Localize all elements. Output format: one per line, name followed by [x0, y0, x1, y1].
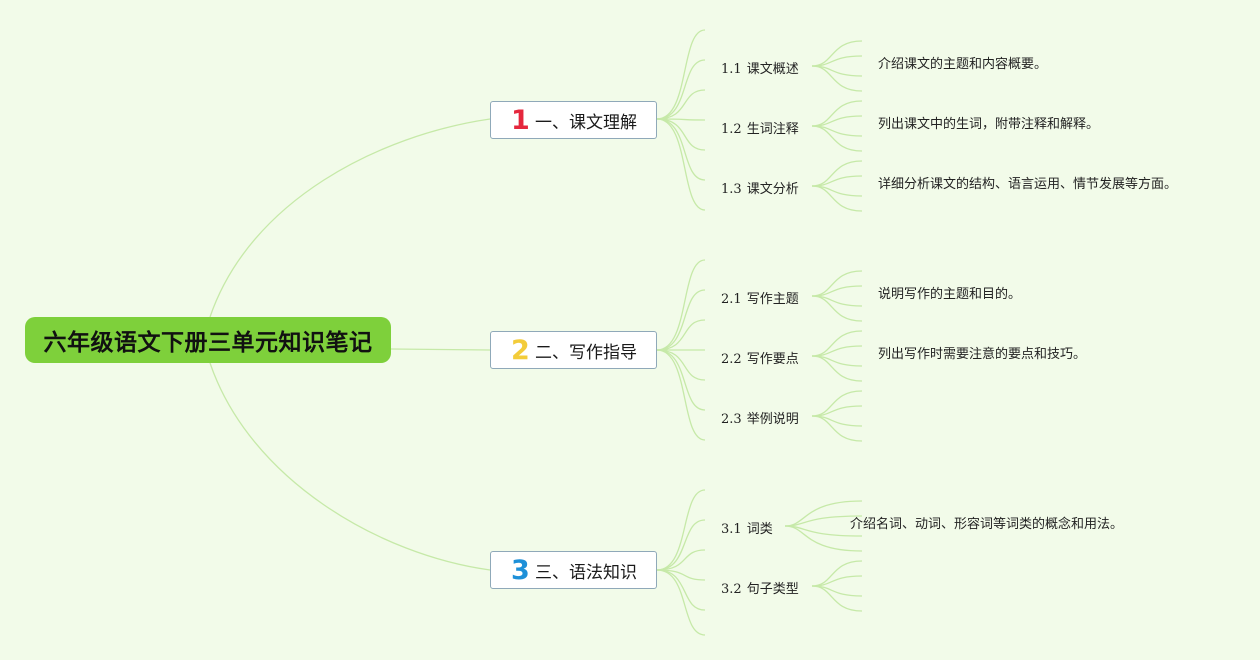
subtopic-label: 写作主题 — [746, 292, 799, 307]
section-3-label: 三、语法知识 — [535, 562, 637, 583]
subtopic-label: 词类 — [746, 522, 773, 537]
edge-section-1-fan-2 — [656, 59, 706, 120]
subtopic-3-2[interactable]: 3.2 句子类型 — [721, 578, 799, 597]
edge-section-3-fan-1 — [656, 489, 706, 571]
edge-subtopic-6-fan-1 — [811, 390, 863, 417]
edge-section-2-fan-5 — [656, 349, 706, 381]
description-3-1: 介绍名词、动词、形容词等词类的概念和用法。 — [850, 517, 1124, 532]
subtopic-index: 3.2 — [721, 582, 742, 597]
edge-section-3-fan-6 — [656, 569, 706, 636]
edge-section-1-fan-1 — [656, 29, 706, 120]
section-3-topic[interactable]: 3 三、语法知识 — [490, 551, 657, 589]
edge-subtopic-3-fan-1 — [811, 160, 863, 187]
number-3-icon: 3 — [511, 554, 530, 586]
edge-subtopic-4-fan-1 — [811, 270, 863, 297]
subtopic-index: 2.1 — [721, 292, 742, 307]
edge-section-3-fan-3 — [656, 549, 706, 571]
edge-section-1-fan-4 — [656, 118, 706, 121]
edge-section-1-fan-5 — [656, 118, 706, 151]
edge-section-3-fan-5 — [656, 569, 706, 611]
section-1-topic[interactable]: 1 一、课文理解 — [490, 101, 657, 139]
number-2-icon: 2 — [511, 334, 530, 366]
subtopic-index: 2.2 — [721, 352, 742, 367]
edge-subtopic-7-fan-4 — [784, 525, 863, 552]
subtopic-2-1[interactable]: 2.1 写作主题 — [721, 288, 799, 307]
edge-section-2-fan-7 — [656, 349, 706, 441]
subtopic-index: 1.3 — [721, 182, 742, 197]
edge-section-2-fan-2 — [656, 289, 706, 351]
subtopic-label: 课文分析 — [746, 182, 799, 197]
edge-root-section-2 — [390, 348, 491, 351]
edge-section-1-fan-7 — [656, 118, 706, 211]
subtopic-label: 课文概述 — [746, 62, 799, 77]
description-2-1: 说明写作的主题和目的。 — [878, 287, 1022, 302]
subtopic-2-3[interactable]: 2.3 举例说明 — [721, 408, 799, 427]
subtopic-label: 举例说明 — [746, 412, 799, 427]
edge-subtopic-1-fan-4 — [811, 65, 863, 92]
section-2-label: 二、写作指导 — [535, 342, 637, 363]
subtopic-1-2[interactable]: 1.2 生词注释 — [721, 118, 799, 137]
description-1-2: 列出课文中的生词，附带注释和解释。 — [878, 117, 1100, 132]
edge-section-2-fan-3 — [656, 319, 706, 351]
number-1-icon: 1 — [511, 104, 530, 136]
edge-subtopic-5-fan-1 — [811, 330, 863, 357]
subtopic-1-3[interactable]: 1.3 课文分析 — [721, 178, 799, 197]
subtopic-3-1[interactable]: 3.1 词类 — [721, 518, 773, 537]
subtopic-index: 1.1 — [721, 62, 742, 77]
subtopic-index: 1.2 — [721, 122, 742, 137]
subtopic-label: 句子类型 — [746, 582, 799, 597]
subtopic-label: 生词注释 — [746, 122, 799, 137]
edge-root-section-1 — [209, 118, 491, 318]
edge-subtopic-1-fan-1 — [811, 40, 863, 67]
root-topic[interactable]: 六年级语文下册三单元知识笔记 — [25, 317, 391, 363]
edge-section-3-fan-2 — [656, 519, 706, 571]
section-2-topic[interactable]: 2 二、写作指导 — [490, 331, 657, 369]
edge-subtopic-3-fan-4 — [811, 185, 863, 212]
edge-section-1-fan-3 — [656, 89, 706, 120]
edge-subtopic-5-fan-4 — [811, 355, 863, 382]
description-1-1: 介绍课文的主题和内容概要。 — [878, 57, 1048, 72]
edge-subtopic-4-fan-4 — [811, 295, 863, 322]
edge-subtopic-2-fan-4 — [811, 125, 863, 152]
edge-root-section-3 — [209, 362, 491, 571]
edge-section-2-fan-1 — [656, 259, 706, 351]
subtopic-1-1[interactable]: 1.1 课文概述 — [721, 58, 799, 77]
subtopic-2-2[interactable]: 2.2 写作要点 — [721, 348, 799, 367]
edge-subtopic-6-fan-4 — [811, 415, 863, 442]
description-2-2: 列出写作时需要注意的要点和技巧。 — [878, 347, 1087, 362]
description-1-3: 详细分析课文的结构、语言运用、情节发展等方面。 — [878, 177, 1178, 192]
edge-subtopic-8-fan-1 — [811, 560, 863, 587]
section-1-label: 一、课文理解 — [535, 112, 637, 133]
edge-subtopic-2-fan-1 — [811, 100, 863, 127]
subtopic-index: 2.3 — [721, 412, 742, 427]
subtopic-label: 写作要点 — [746, 352, 799, 367]
subtopic-index: 3.1 — [721, 522, 742, 537]
edge-subtopic-8-fan-4 — [811, 585, 863, 612]
